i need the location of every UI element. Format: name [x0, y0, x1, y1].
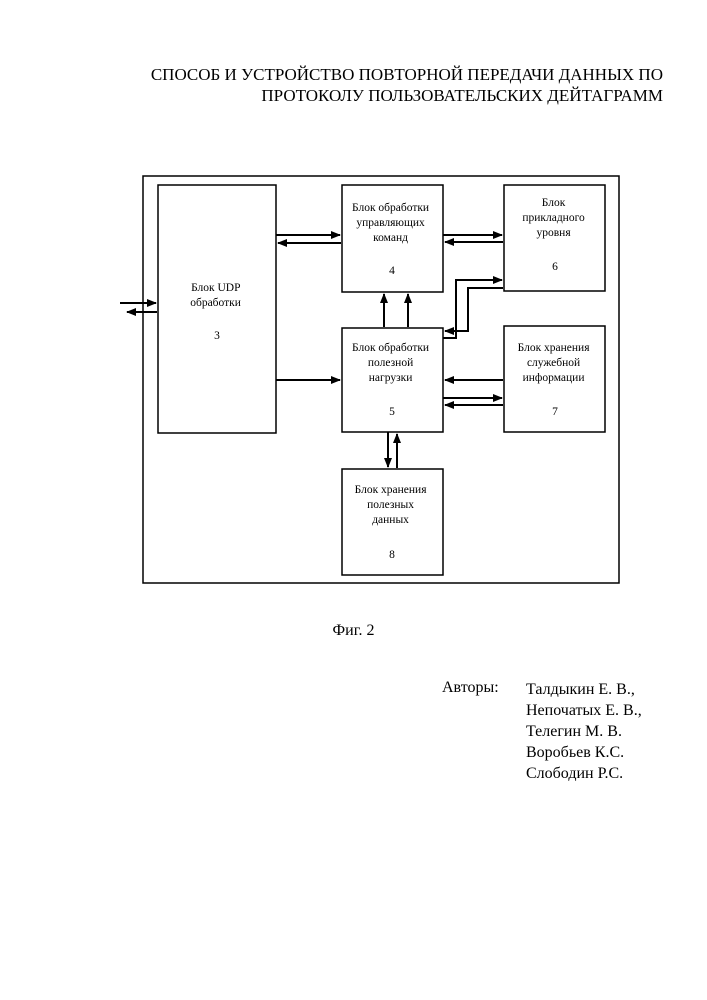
authors-list: Талдыкин Е. В., Непочатых Е. В., Телегин… — [526, 679, 642, 784]
block-app-line-2: прикладного — [522, 212, 585, 224]
block-storage-number: 8 — [389, 549, 395, 561]
block-udp-line-1: Блок UDP — [191, 282, 240, 294]
block-control: Блок обработки управляющих команд 4 — [342, 185, 443, 292]
author-name: Слободин Р.С. — [526, 763, 642, 784]
block-payload-line-3: нагрузки — [369, 372, 413, 384]
block-service-line-3: информации — [523, 372, 585, 384]
block-app-number: 6 — [552, 261, 558, 273]
block-payload-line-2: полезной — [368, 357, 413, 369]
author-name: Непочатых Е. В., — [526, 700, 642, 721]
block-udp-number: 3 — [214, 330, 220, 342]
block-storage-line-3: данных — [372, 514, 409, 526]
authors-label: Авторы: — [442, 679, 499, 697]
block-app-line-3: уровня — [537, 227, 572, 239]
block-storage-line-2: полезных — [367, 499, 414, 511]
block-app-line-1: Блок — [542, 197, 566, 209]
block-udp-line-2: обработки — [190, 297, 241, 309]
block-storage: Блок хранения полезных данных 8 — [342, 469, 443, 575]
block-storage-line-1: Блок хранения — [355, 484, 428, 496]
block-payload-number: 5 — [389, 406, 395, 418]
block-service-line-1: Блок хранения — [518, 342, 591, 354]
author-name: Воробьев К.С. — [526, 742, 642, 763]
block-control-number: 4 — [389, 265, 395, 277]
author-name: Талдыкин Е. В., — [526, 679, 642, 700]
block-service-line-2: служебной — [527, 357, 580, 369]
block-app: Блок прикладного уровня 6 — [504, 185, 605, 291]
block-control-line-3: команд — [373, 232, 408, 244]
arrow-app-to-payload — [445, 288, 503, 331]
block-payload: Блок обработки полезной нагрузки 5 — [342, 328, 443, 432]
author-name: Телегин М. В. — [526, 721, 642, 742]
block-payload-line-1: Блок обработки — [352, 342, 429, 354]
block-udp: Блок UDP обработки 3 — [158, 185, 276, 433]
block-service-number: 7 — [552, 406, 558, 418]
figure-caption: Фиг. 2 — [0, 622, 707, 640]
block-control-line-1: Блок обработки — [352, 202, 429, 214]
block-service: Блок хранения служебной информации 7 — [504, 326, 605, 432]
block-control-line-2: управляющих — [356, 217, 425, 229]
